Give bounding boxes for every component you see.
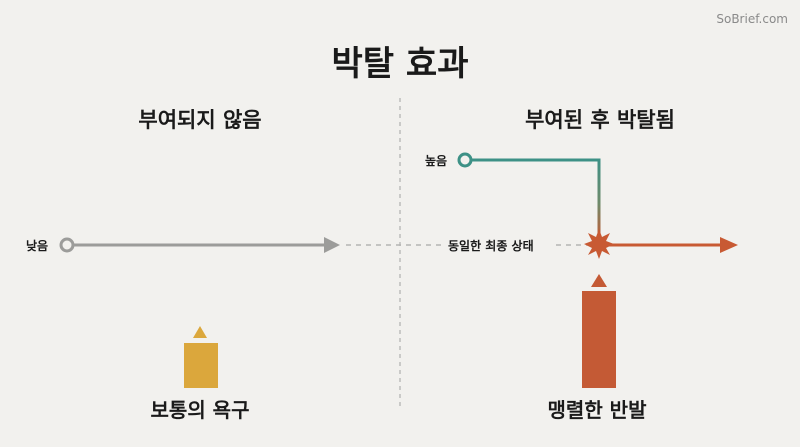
high-path-drop-line	[597, 158, 601, 241]
page-title: 박탈 효과	[331, 44, 469, 84]
fierce-backlash-bar	[582, 291, 616, 388]
right-heading: 부여된 후 박탈됨	[525, 108, 675, 132]
low-start-circle-start-icon	[59, 237, 75, 253]
watermark: SoBrief.com	[716, 12, 788, 26]
fierce-triangle-up-icon	[591, 274, 607, 287]
moderate-desire-bar	[184, 343, 218, 388]
moderate-triangle-up-icon	[193, 326, 207, 338]
low-path-arrow-head-icon	[324, 237, 340, 253]
fierce-backlash-caption: 맹렬한 반발	[547, 398, 647, 422]
high-start-circle-start-icon	[457, 152, 473, 168]
left-heading: 부여되지 않음	[138, 108, 262, 132]
burst-icon	[584, 229, 614, 259]
low-start-label: 낮음	[26, 239, 49, 253]
backlash-arrow-head-icon	[720, 237, 738, 253]
same-end-state-label: 동일한 최종 상태	[448, 239, 534, 253]
high-start-label: 높음	[425, 154, 448, 168]
moderate-desire-caption: 보통의 욕구	[150, 398, 250, 422]
